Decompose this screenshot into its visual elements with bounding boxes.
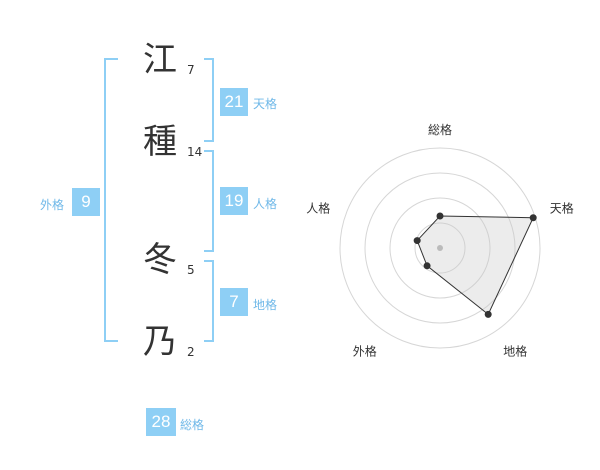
chikaku-value: 7 xyxy=(220,288,248,316)
gaikaku-value: 9 xyxy=(72,188,100,216)
radar-axis-label-1: 総格 xyxy=(428,122,452,137)
radar-point-4 xyxy=(423,262,431,270)
radar-area xyxy=(416,215,534,316)
radar-ring-2 xyxy=(389,197,491,299)
gaikaku-label: 外格 xyxy=(40,198,65,212)
radar-point-2 xyxy=(529,214,537,222)
radar-point-1 xyxy=(436,212,444,220)
gaikaku-bracket xyxy=(104,58,118,342)
stroke-count-3: 5 xyxy=(187,263,195,277)
name-char-4: 乃 xyxy=(143,322,177,362)
jinkaku-label: 人格 xyxy=(253,197,278,211)
jinkaku-bracket xyxy=(204,150,214,252)
chikaku-bracket xyxy=(204,260,214,342)
tenkaku-bracket xyxy=(204,58,214,142)
chikaku-label: 地格 xyxy=(253,298,278,312)
tenkaku-value: 21 xyxy=(220,88,248,116)
soukaku-label: 総格 xyxy=(180,418,205,432)
radar-point-5 xyxy=(413,237,421,245)
name-char-2: 種 xyxy=(143,122,177,162)
radar-ring-4 xyxy=(339,147,541,349)
radar-axis-label-5: 人格 xyxy=(306,200,330,215)
name-char-1: 江 xyxy=(143,40,177,80)
radar-ring-1 xyxy=(414,222,466,274)
radar-axis-label-3: 地格 xyxy=(503,344,527,359)
jinkaku-value: 19 xyxy=(220,187,248,215)
stroke-count-2: 14 xyxy=(187,145,203,159)
tenkaku-label: 天格 xyxy=(253,97,278,111)
radar-point-3 xyxy=(484,310,492,318)
stroke-count-4: 2 xyxy=(187,345,195,359)
stroke-count-1: 7 xyxy=(187,63,195,77)
radar-axis-label-2: 天格 xyxy=(550,200,574,215)
radar-center xyxy=(437,245,443,251)
radar-ring-3 xyxy=(364,172,516,324)
name-char-3: 冬 xyxy=(143,240,177,280)
soukaku-value: 28 xyxy=(146,408,176,436)
radar-axis-label-4: 外格 xyxy=(353,344,377,359)
